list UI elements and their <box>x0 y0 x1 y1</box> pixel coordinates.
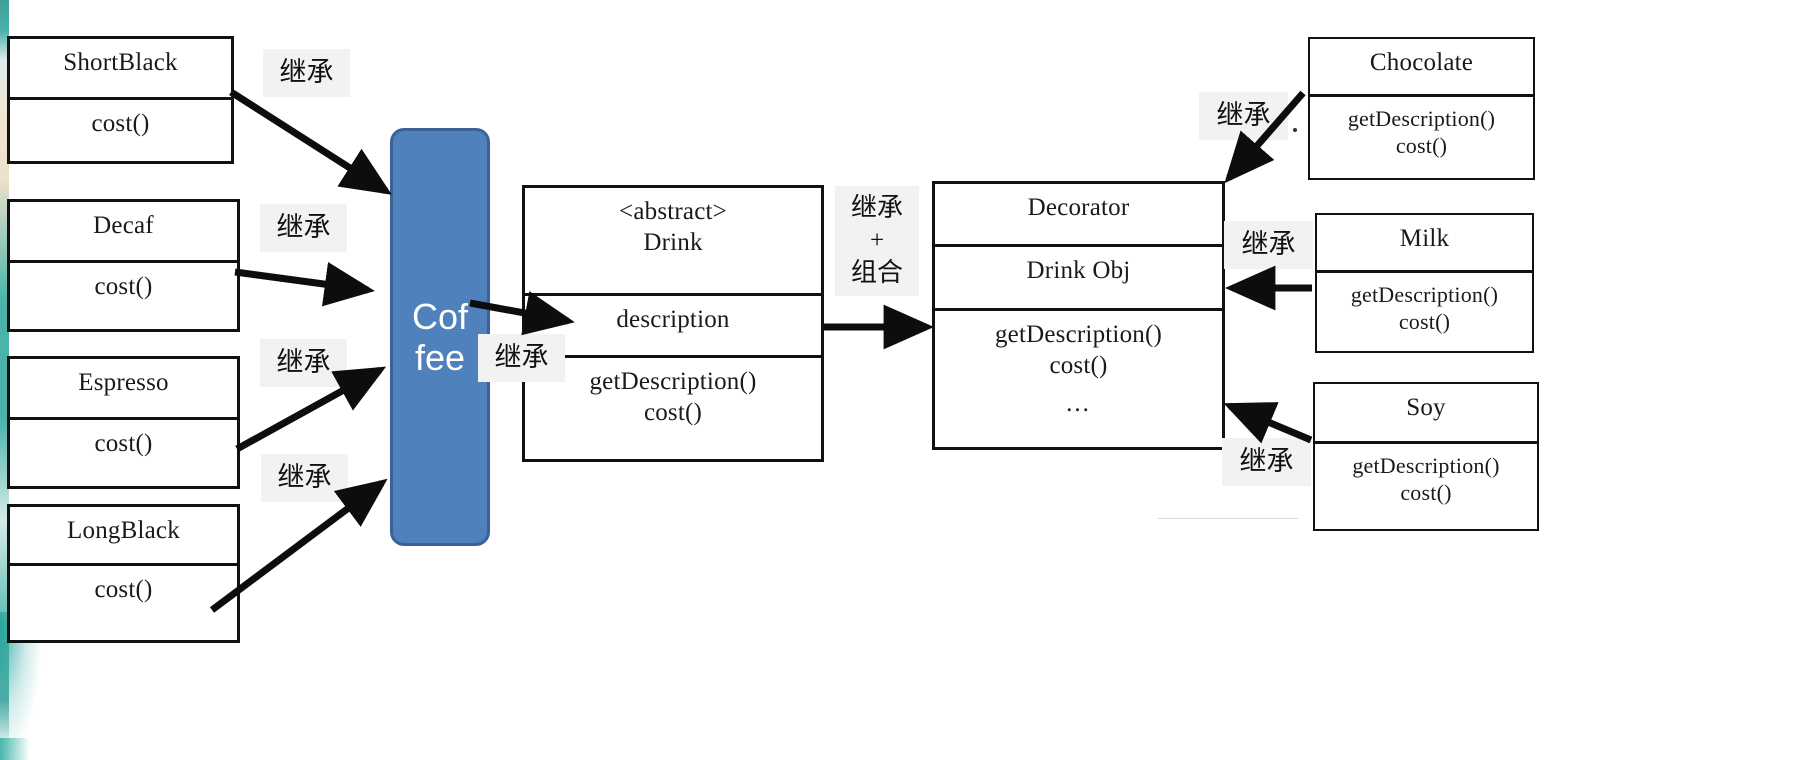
label-text: 继承 <box>1239 445 1294 477</box>
label-inherit-soy: 继承 <box>1222 438 1311 486</box>
label-inherit-shortblack: 继承 <box>263 49 350 97</box>
label-inherit-longblack: 继承 <box>261 454 348 502</box>
class-member: getDescription() <box>1347 106 1496 131</box>
coffee-pill-line1: Cof <box>411 295 469 337</box>
coffee-pill[interactable]: Cof fee <box>390 128 490 546</box>
class-members-section: getDescription() cost() <box>1315 441 1537 529</box>
class-box-milk[interactable]: Milk getDescription() cost() <box>1315 213 1534 353</box>
class-box-chocolate[interactable]: Chocolate getDescription() cost() <box>1308 37 1535 180</box>
class-stereotype: <abstract> <box>619 198 727 225</box>
class-name: Drink <box>643 228 703 256</box>
class-name-section: ShortBlack <box>10 39 231 97</box>
class-name: Espresso <box>78 369 169 396</box>
label-text: 继承 <box>277 461 332 493</box>
class-name: Milk <box>1399 225 1450 252</box>
class-members-section: cost() <box>10 417 237 486</box>
class-member: getDescription() <box>1352 453 1500 478</box>
class-members-section: cost() <box>10 563 237 640</box>
class-method: getDescription() <box>994 321 1163 348</box>
scan-edge-artifact-corner <box>0 738 30 760</box>
class-member: cost() <box>91 110 150 137</box>
class-name: ShortBlack <box>63 49 178 76</box>
class-attributes-section: Drink Obj <box>935 244 1222 308</box>
class-members-section: cost() <box>10 97 231 161</box>
label-line-2: 组合 <box>850 258 903 288</box>
label-inherit-plus-composition: 继承 + 组合 <box>835 186 919 296</box>
class-box-decaf[interactable]: Decaf cost() <box>7 199 240 332</box>
label-text: 继承 <box>276 211 331 243</box>
class-name: LongBlack <box>67 517 180 544</box>
class-method: cost() <box>643 398 703 426</box>
class-box-longblack[interactable]: LongBlack cost() <box>7 504 240 643</box>
arrow-shortblack-to-coffee <box>229 89 392 195</box>
faint-guide-line <box>1158 518 1298 519</box>
class-name-section: Soy <box>1315 384 1537 441</box>
label-line-plus: + <box>869 227 885 254</box>
class-member: cost() <box>94 273 153 300</box>
arrow-soy-to-decorator <box>1223 402 1313 444</box>
class-member: cost() <box>94 576 153 603</box>
coffee-pill-line2: fee <box>414 337 466 378</box>
class-methods-section: getDescription() cost() <box>525 355 821 459</box>
class-name-section: LongBlack <box>10 507 237 563</box>
scan-dot-artifact <box>1293 128 1297 132</box>
class-method: getDescription() <box>589 368 757 395</box>
class-members-section: cost() <box>10 260 237 329</box>
class-members-section: getDescription() cost() <box>1317 270 1532 351</box>
class-attribute: description <box>616 306 730 333</box>
class-member: getDescription() <box>1350 282 1499 307</box>
class-method: cost() <box>1049 351 1108 379</box>
class-method-ellipsis: ... <box>1066 390 1091 417</box>
label-text: 继承 <box>279 56 334 88</box>
class-name-section: Milk <box>1317 215 1532 270</box>
arrow-decaf-to-coffee <box>234 261 375 307</box>
label-line-1: 继承 <box>850 192 903 223</box>
class-name: Chocolate <box>1369 49 1474 76</box>
class-member: cost() <box>1398 308 1451 334</box>
class-attribute: Drink Obj <box>1026 257 1131 284</box>
class-attributes-section: description <box>525 293 821 355</box>
class-member: cost() <box>1395 132 1448 158</box>
label-inherit-espresso: 继承 <box>260 339 347 387</box>
label-inherit-milk: 继承 <box>1224 221 1313 269</box>
class-box-decorator[interactable]: Decorator Drink Obj getDescription() cos… <box>932 181 1225 450</box>
class-name: Decorator <box>1027 194 1130 221</box>
label-text: 继承 <box>1241 228 1296 260</box>
class-members-section: getDescription() cost() <box>1310 94 1533 178</box>
class-box-soy[interactable]: Soy getDescription() cost() <box>1313 382 1539 531</box>
scan-edge-artifact <box>0 0 9 760</box>
class-name-section: Decorator <box>935 184 1222 244</box>
label-text: 继承 <box>494 341 549 373</box>
class-member: cost() <box>1400 479 1452 505</box>
class-name-section: Espresso <box>10 359 237 417</box>
label-inherit-chocolate: 继承 <box>1199 92 1288 140</box>
class-name: Decaf <box>93 212 154 239</box>
class-name: Soy <box>1406 394 1446 421</box>
class-name-section: Decaf <box>10 202 237 260</box>
class-methods-section: getDescription() cost() ... <box>935 308 1222 447</box>
class-box-drink[interactable]: <abstract> Drink description getDescript… <box>522 185 824 462</box>
class-name-section: <abstract> Drink <box>525 188 821 293</box>
label-inherit-decaf: 继承 <box>260 204 347 252</box>
class-box-shortblack[interactable]: ShortBlack cost() <box>7 36 234 164</box>
label-inherit-drink: 继承 <box>478 334 565 382</box>
class-member: cost() <box>94 430 153 457</box>
label-text: 继承 <box>276 346 331 378</box>
class-name-section: Chocolate <box>1310 39 1533 94</box>
label-text: 继承 <box>1216 99 1271 131</box>
class-box-espresso[interactable]: Espresso cost() <box>7 356 240 489</box>
